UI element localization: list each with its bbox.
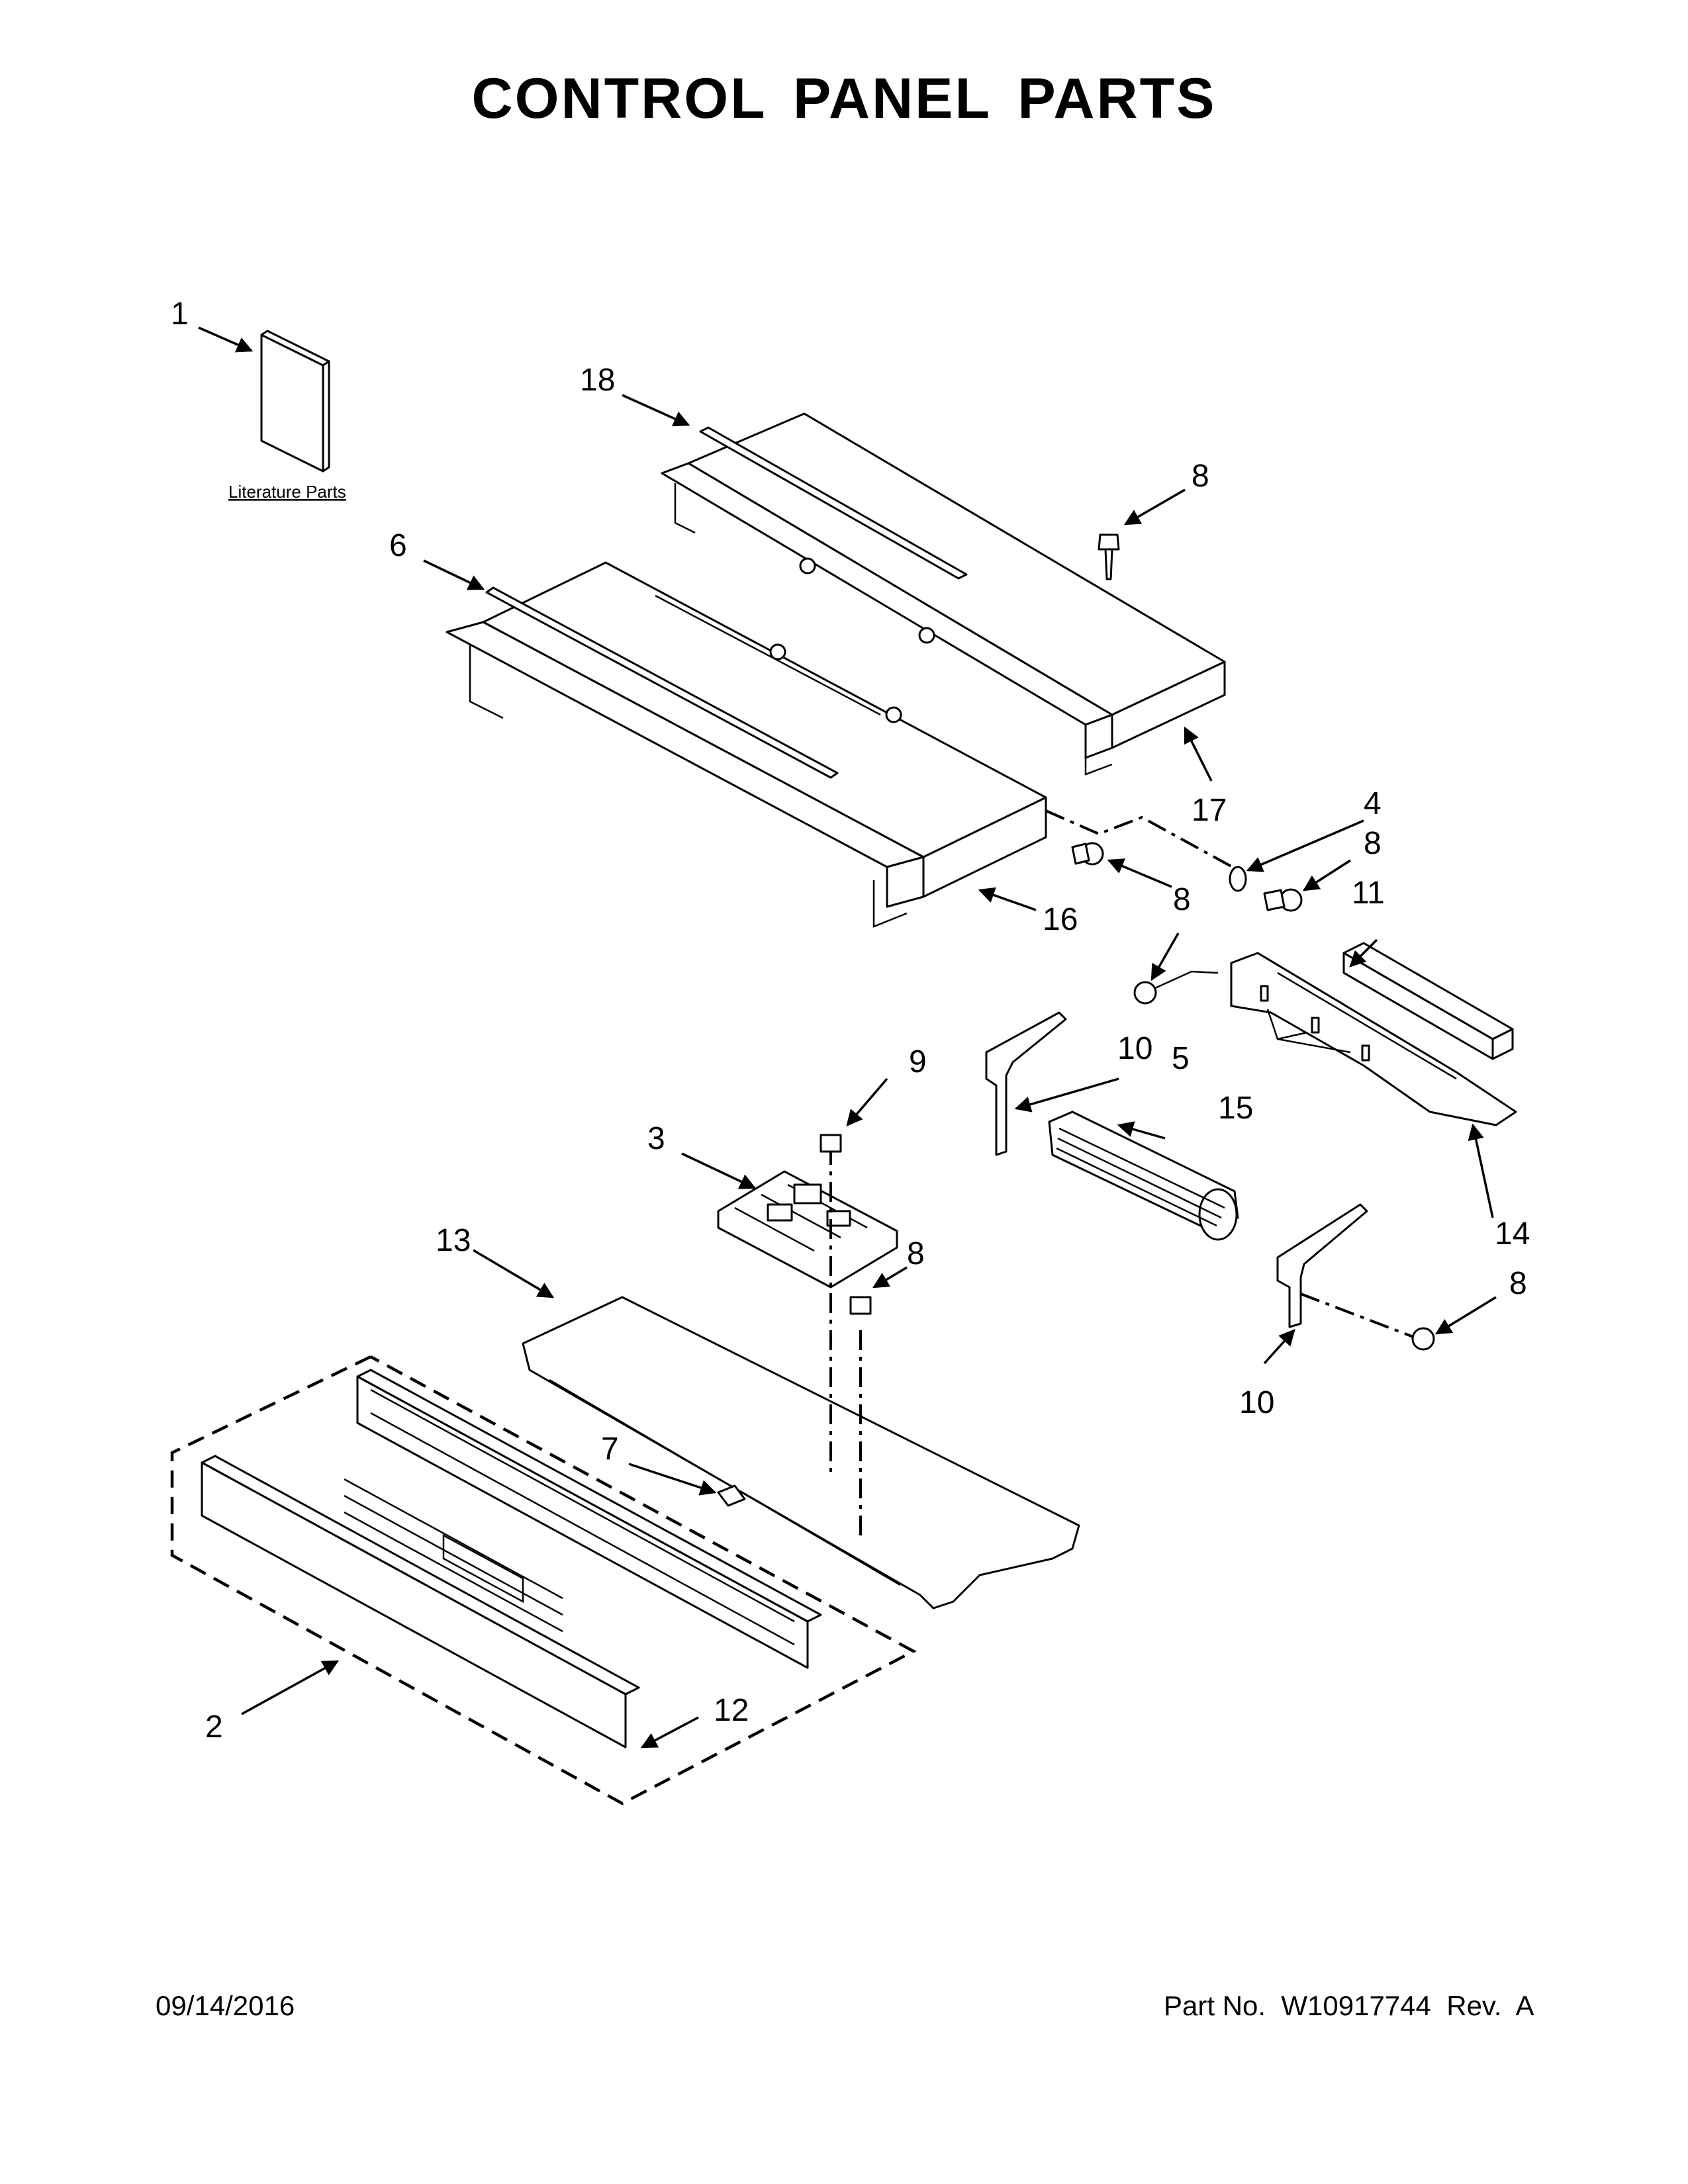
callout-8: 8 [1509,1266,1527,1301]
callout-6: 6 [389,528,407,563]
callout-4: 4 [1364,786,1382,821]
callout-8: 8 [907,1236,925,1271]
callout-5: 5 [1172,1041,1190,1076]
cooling-fan-part [1048,1111,1239,1241]
control-board-part [717,1170,898,1289]
callout-1: 1 [171,296,189,332]
callout-12: 12 [714,1693,749,1728]
callout-8: 8 [1192,459,1209,494]
screw-icon [1411,1327,1435,1351]
callout-10: 10 [1117,1031,1152,1066]
control-frame-part [356,1369,822,1669]
callout-15: 15 [1218,1091,1253,1126]
connector-clip-icon [717,1484,746,1507]
callout-16: 16 [1043,902,1078,937]
callout-9: 9 [909,1044,927,1079]
callout-10: 10 [1239,1385,1274,1420]
callout-11: 11 [1352,876,1385,911]
literature-parts-label: Literature Parts [228,482,346,502]
trim-strip-part [699,426,968,580]
touch-panel-part [201,1455,640,1749]
upper-console-cover-part [661,412,1226,776]
washer-icon [1229,866,1247,892]
insulation-bar-part [1342,942,1514,1060]
callout-17: 17 [1192,793,1227,828]
callout-14: 14 [1495,1216,1530,1251]
screw-icon [1263,888,1303,912]
screw-icon [1098,533,1120,580]
callout-8: 8 [1173,882,1191,917]
literature-booklet-part [260,330,330,473]
callout-8: 8 [1364,826,1382,861]
screw-icon [1133,970,1219,1005]
mounting-plate-part [522,1296,1080,1610]
trim-strip-part-6 [485,586,839,779]
callout-3: 3 [647,1121,665,1156]
callout-18: 18 [580,363,615,398]
callout-2: 2 [205,1709,223,1745]
footer-part-number: Part No. W10917744 Rev. A [1164,1990,1534,2021]
alignment-line-bracket [1300,1293,1414,1338]
mounting-bracket-part [1230,952,1517,1126]
footer-date: 09/14/2016 [156,1990,295,2021]
page-title: CONTROL PANEL PARTS [471,67,1217,130]
callout-7: 7 [601,1432,619,1467]
fan-bracket-part-upper [985,1011,1067,1156]
screw-icon [820,1134,842,1153]
callout-13: 13 [436,1223,471,1258]
screw-icon [1071,842,1104,866]
wire-connectors-part [1260,985,1370,1062]
alignment-line-console [1045,809,1245,875]
fan-bracket-part-lower [1276,1203,1368,1328]
console-housing-part [445,561,1047,928]
screw-icon [849,1296,872,1315]
